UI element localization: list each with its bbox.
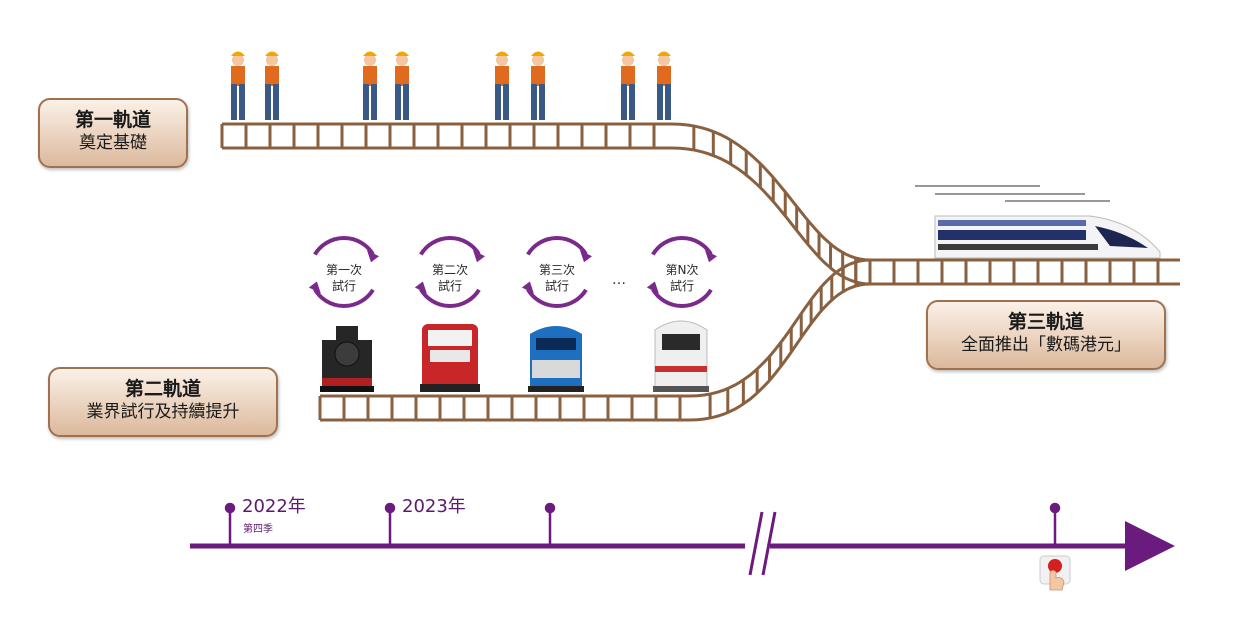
- construction-workers: [231, 51, 671, 120]
- cycle-arrows-icon: [646, 236, 717, 308]
- track-2-title: 第二軌道: [124, 378, 201, 400]
- track-2-box: 第二軌道 業界試行及持續提升: [48, 367, 278, 437]
- worker-icon: [231, 51, 245, 120]
- worker-icon: [495, 51, 509, 120]
- diesel-train-icon: [420, 324, 480, 392]
- timeline: [190, 502, 1175, 576]
- merging-curves: [671, 122, 871, 422]
- trial-cycle-2-label: 第二次試行: [431, 263, 468, 293]
- launch-button-icon: [1039, 555, 1071, 591]
- track-3-rails: [868, 258, 1180, 286]
- track-1-box: 第一軌道 奠定基礎: [38, 98, 188, 168]
- track-3-subtitle: 全面推出「數碼港元」: [961, 335, 1131, 355]
- trial-cycle-3-label: 第三次試行: [538, 263, 575, 293]
- ellipsis: …: [612, 272, 626, 288]
- speed-lines-icon: [915, 185, 1110, 202]
- high-speed-train-icon: [934, 215, 1161, 259]
- timeline-label-2023: 2023年: [402, 496, 466, 517]
- timeline-label-2022: 2022年: [242, 496, 306, 517]
- worker-icon: [621, 51, 635, 120]
- track-2-rails: [318, 394, 690, 422]
- steam-locomotive-icon: [320, 326, 374, 392]
- modern-train-icon: [653, 320, 709, 392]
- worker-icon: [395, 51, 409, 120]
- track-3-box: 第三軌道 全面推出「數碼港元」: [926, 300, 1166, 370]
- worker-icon: [363, 51, 377, 120]
- track-1-rails: [220, 122, 672, 150]
- timeline-label-q4: 第四季: [243, 524, 273, 535]
- track-1-title: 第一軌道: [74, 109, 151, 131]
- worker-icon: [531, 51, 545, 120]
- worker-icon: [657, 51, 671, 120]
- timeline-break-icon: [748, 511, 764, 576]
- track-1-subtitle: 奠定基礎: [79, 133, 147, 153]
- trial-cycles: [308, 236, 717, 308]
- trial-cycle-n-label: 第N次試行: [665, 263, 699, 293]
- worker-icon: [265, 51, 279, 120]
- timeline-tick: [224, 502, 1061, 546]
- track-2-subtitle: 業界試行及持續提升: [86, 402, 240, 422]
- blue-train-icon: [528, 326, 584, 392]
- trial-cycle-1-label: 第一次試行: [325, 263, 362, 293]
- track-3-title: 第三軌道: [1007, 311, 1084, 333]
- cycle-arrows-icon: [414, 236, 485, 308]
- cycle-arrows-icon: [308, 236, 379, 308]
- cycle-arrows-icon: [521, 236, 592, 308]
